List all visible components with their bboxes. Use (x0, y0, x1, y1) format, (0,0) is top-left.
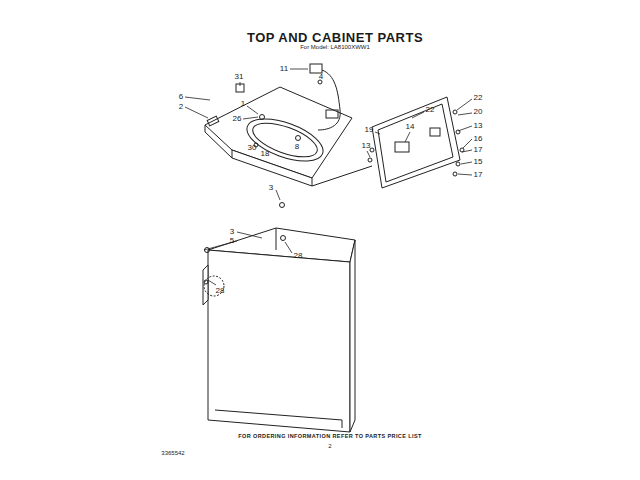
callout-number: 4 (319, 73, 323, 81)
top-panel (205, 84, 352, 186)
callout-number: 20 (474, 108, 483, 116)
callout-number: 17 (474, 146, 483, 154)
page-number: 2 (328, 443, 331, 449)
callout-number: 22 (474, 94, 483, 102)
cabinet (203, 203, 355, 433)
callout-number: 22 (426, 106, 435, 114)
callout-number: 31 (235, 73, 244, 81)
callout-number: 15 (474, 158, 483, 166)
callout-number: 16 (474, 135, 483, 143)
callout-number: 5 (230, 237, 234, 245)
model-number: For Model: LA8100XWW1 (300, 44, 370, 50)
callout-number: 2 (179, 103, 183, 111)
leader-lines (185, 69, 472, 285)
callout-number: 6 (179, 93, 183, 101)
callout-number: 13 (362, 142, 371, 150)
callout-number: 1 (241, 100, 245, 108)
footer-note: FOR ORDERING INFORMATION REFER TO PARTS … (238, 434, 421, 440)
callout-number: 3 (230, 228, 234, 236)
wire-harness (310, 64, 340, 130)
callout-number: 13 (474, 122, 483, 130)
callout-number: 8 (295, 143, 299, 151)
callout-number: 19 (365, 126, 374, 134)
callout-number: 17 (474, 171, 483, 179)
callout-number: 28 (216, 287, 225, 295)
callout-number: 3 (269, 184, 273, 192)
callout-number: 26 (233, 115, 242, 123)
drawing-number: 3365542 (161, 450, 184, 456)
diagram-title: TOP AND CABINET PARTS (247, 31, 423, 44)
lid (368, 97, 464, 188)
callout-number: 30 (248, 144, 257, 152)
callout-number: 18 (261, 150, 270, 158)
callout-number: 11 (280, 65, 288, 73)
callout-number: 14 (406, 123, 415, 131)
callout-number: 28 (294, 252, 303, 260)
detail-circle (204, 276, 224, 296)
